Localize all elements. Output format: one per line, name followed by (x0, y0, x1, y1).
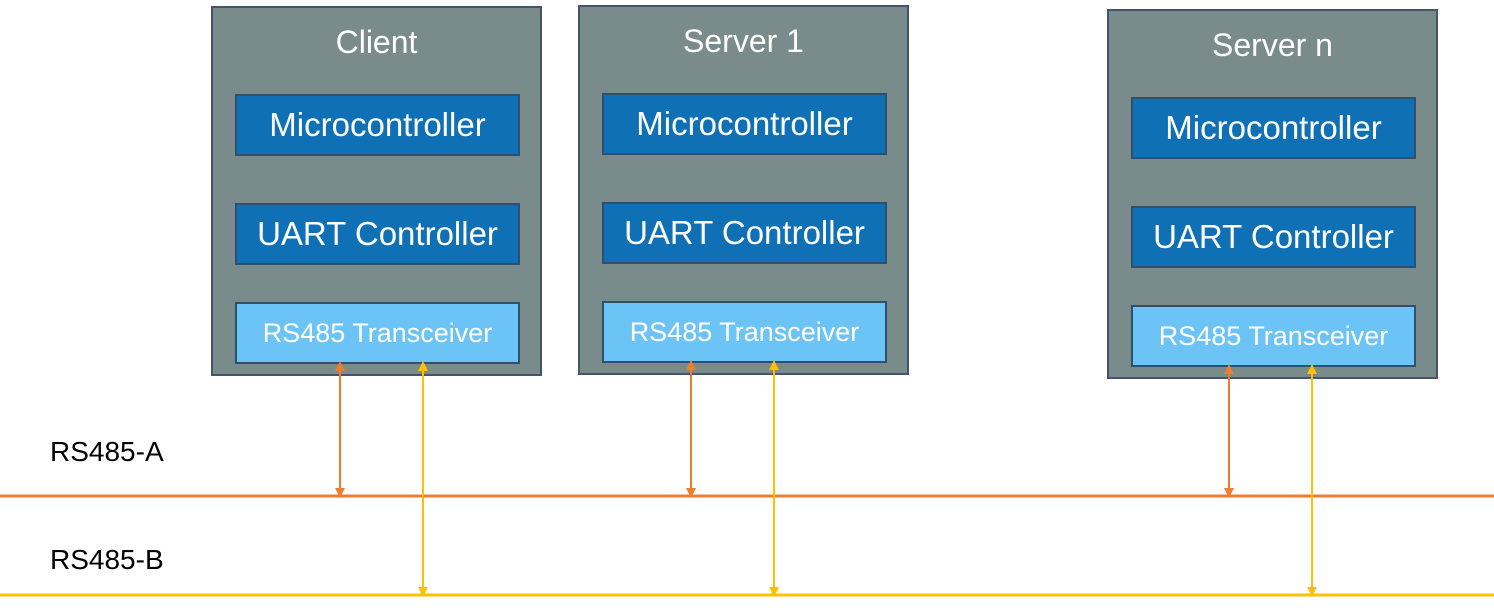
server-n-uart-controller-block: UART Controller (1131, 206, 1416, 268)
client-node: Client Microcontroller UART Controller R… (211, 6, 542, 376)
server-n-node: Server n Microcontroller UART Controller… (1107, 9, 1438, 379)
server-1-title: Server 1 (683, 23, 804, 59)
server-n-rs485-transceiver-block: RS485 Transceiver (1131, 305, 1416, 367)
bus-b-label: RS485-B (50, 544, 164, 575)
client-title: Client (335, 24, 418, 60)
server-1-microcontroller-block: Microcontroller (602, 93, 887, 155)
server-1-uart-controller-block: UART Controller (602, 202, 887, 264)
server-1-node: Server 1 Microcontroller UART Controller… (578, 5, 909, 375)
client-uart-controller-block: UART Controller (235, 203, 520, 265)
server-n-title: Server n (1212, 27, 1333, 63)
server-1-rs485-transceiver-block: RS485 Transceiver (602, 301, 887, 363)
server-n-microcontroller-block: Microcontroller (1131, 97, 1416, 159)
client-microcontroller-block: Microcontroller (235, 94, 520, 156)
bus-a-label: RS485-A (50, 436, 164, 467)
client-rs485-transceiver-block: RS485 Transceiver (235, 302, 520, 364)
